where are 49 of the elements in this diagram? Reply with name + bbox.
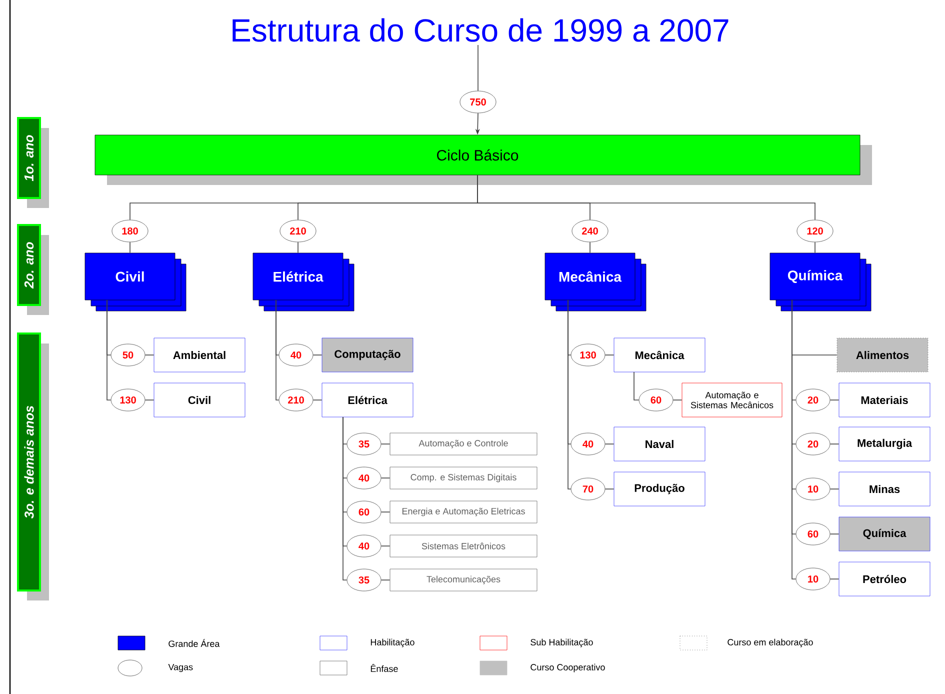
legend-label: Vagas <box>168 664 193 672</box>
course-box: Sistemas Eletrônicos <box>390 534 538 558</box>
course-box: Minas <box>838 472 930 506</box>
legend-label: Ênfase <box>370 664 398 672</box>
title: Estrutura do Curso de 1999 a 2007 <box>232 18 728 42</box>
course-box: Química <box>838 516 930 552</box>
legend-label: Sub Habilitação <box>530 638 593 648</box>
connector <box>830 578 840 580</box>
course-box: Materiais <box>838 382 930 418</box>
course-box: Telecomunicações <box>390 568 538 592</box>
connector <box>144 354 154 356</box>
connector <box>604 488 614 490</box>
legend-label: Curso em elaboração <box>728 638 813 648</box>
course-box: Comp. e Sistemas Digitais <box>390 466 538 490</box>
connector <box>634 372 640 400</box>
connector <box>477 174 816 220</box>
connector <box>312 354 322 356</box>
course-box: Metalurgia <box>838 426 930 462</box>
stacked-box: Química <box>770 252 872 312</box>
connector <box>106 300 112 400</box>
course-box: Automação e Controle <box>390 432 538 456</box>
course-box: Computação <box>322 338 414 372</box>
connector <box>792 300 796 580</box>
course-box: Naval <box>614 426 706 462</box>
connector <box>814 242 816 254</box>
stacked-box: Civil <box>84 252 186 312</box>
course-box: Civil <box>154 382 246 418</box>
stacked-box: Elétrica <box>252 252 354 312</box>
legend-label: Curso Cooperativo <box>530 664 605 672</box>
connector <box>568 300 572 490</box>
stacked-box: Mecânica <box>544 252 646 312</box>
connector <box>604 354 614 356</box>
course-box: Mecânica <box>614 338 706 372</box>
connector <box>276 300 280 400</box>
legend-label: Grande Área <box>168 639 220 647</box>
cycle-bar: Ciclo Básico <box>94 134 872 185</box>
course-box: Energia e Automação Eletricas <box>390 500 538 524</box>
legend-label: Habilitação <box>370 638 414 648</box>
course-box: Elétrica <box>322 382 414 418</box>
course-box: Petróleo <box>838 562 930 596</box>
course-box: Alimentos <box>836 338 928 372</box>
connector <box>342 416 348 580</box>
year-band: 1o. ano <box>17 117 49 208</box>
course-box: Automação e Sistemas Mecânicos <box>682 382 782 418</box>
year-band: 2o. ano <box>17 224 49 315</box>
course-box: Ambiental <box>154 338 246 372</box>
connector <box>830 488 840 490</box>
year-band: 3o. e demais anos <box>17 332 49 600</box>
course-box: Produção <box>614 472 706 506</box>
